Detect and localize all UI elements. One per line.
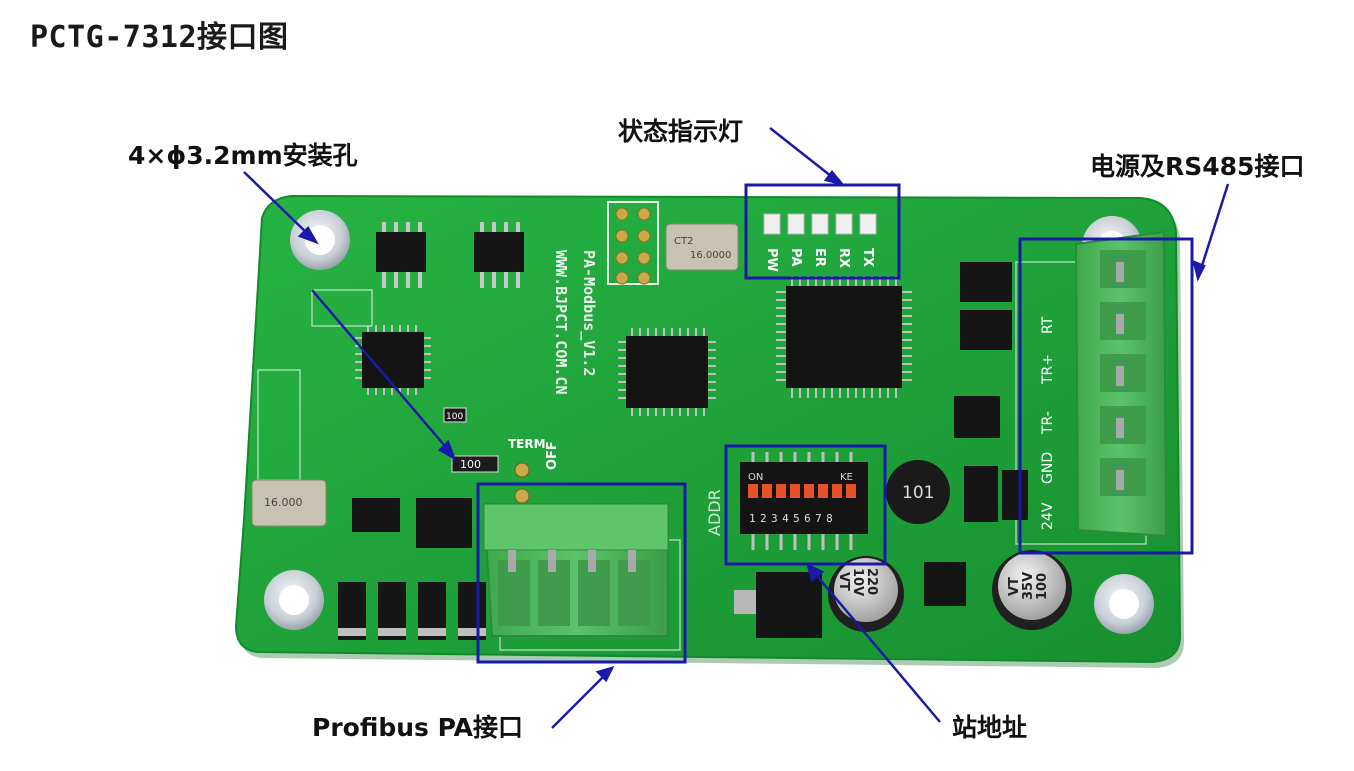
- page-title: PCTG-7312接口图: [30, 20, 289, 55]
- mcu-qfp-large: [776, 276, 912, 398]
- soic-chip: [474, 222, 524, 288]
- voltage-regulator: [352, 498, 822, 638]
- silkscreen-url: WWW.BJPCT.COM.CN: [552, 250, 570, 395]
- inductor: 101: [886, 460, 950, 524]
- terminal-label-tr-plus: TR+: [1040, 354, 1056, 385]
- led-label-pa: PA: [788, 248, 803, 266]
- terminal-label-tr-minus: TR-: [1040, 411, 1056, 435]
- addr-label: ADDR: [705, 489, 724, 536]
- cap1-value: 220: [864, 568, 879, 595]
- led-label-rx: RX: [836, 248, 851, 268]
- dip-switch: ON KE 12345678: [740, 452, 868, 550]
- diodes-row: [338, 582, 486, 640]
- cap2-voltage: 35V: [1021, 572, 1036, 600]
- terminal-label-24v: 24V: [1040, 502, 1056, 530]
- arrowhead: [1192, 259, 1206, 282]
- terminal-label-gnd: GND: [1040, 452, 1056, 484]
- cap2-value: 100: [1035, 573, 1050, 600]
- highlight-boxes: [476, 183, 1194, 664]
- qfp-chip-medium: [618, 328, 716, 416]
- mounting-hole-bottom-right: [1094, 574, 1154, 634]
- arrow-power-rs485: [1198, 183, 1230, 273]
- highlight-power-rs485: [1018, 237, 1194, 555]
- dip-on-label: ON: [748, 472, 763, 483]
- dip-ke-label: KE: [840, 472, 853, 483]
- crystal-top-label: CT2: [674, 236, 693, 247]
- profibus-pa-connector: [482, 503, 669, 637]
- highlight-station-address: [724, 444, 887, 566]
- led-label-tx: TX: [860, 248, 875, 267]
- callout-arrows: [243, 127, 1230, 729]
- terminal-label-rt: RT: [1040, 316, 1056, 334]
- arrow-hole-inner: [311, 289, 451, 453]
- led-label-er: ER: [812, 248, 827, 267]
- off-label: OFF: [545, 441, 560, 470]
- resistor-100-a: 100: [451, 455, 499, 473]
- arrowhead: [595, 666, 615, 683]
- arrowhead: [806, 562, 825, 583]
- capacitor-220uf: 220 10V VT: [828, 556, 904, 632]
- resistor-label: 100: [460, 458, 481, 471]
- station-address-label: 站地址: [952, 713, 1028, 742]
- highlight-status-leds: [744, 183, 901, 280]
- arrow-station-address: [811, 569, 941, 723]
- capacitor-100uf: 100 35V VT: [992, 550, 1072, 630]
- term-jumper: [514, 462, 530, 504]
- dip-numbers: 12345678: [749, 512, 837, 525]
- status-leds-group: PW PA ER RX TX: [763, 213, 877, 272]
- arrowhead: [437, 439, 457, 461]
- led-label-pw: PW: [764, 248, 779, 272]
- arrowhead: [297, 225, 319, 245]
- power-rs485-label: 电源及RS485接口: [1090, 152, 1305, 181]
- status-leds-label: 状态指示灯: [618, 117, 744, 146]
- cap2-series: VT: [1007, 577, 1022, 596]
- cap1-series: VT: [836, 572, 851, 591]
- crystal-oscillator-top: CT2 16.0000: [665, 223, 739, 271]
- cap1-voltage: 10V: [850, 568, 865, 596]
- mounting-hole-top-left: [290, 210, 350, 270]
- arrow-hole-top-left: [243, 171, 311, 237]
- mounting-hole-bottom-left: [264, 570, 324, 630]
- soic-chips-top: [376, 222, 524, 288]
- arrowhead: [823, 169, 846, 187]
- mounting-holes-label: 4×ϕ3.2mm安装孔: [128, 141, 358, 170]
- mounting-holes: [264, 210, 1154, 634]
- arrow-status-leds: [769, 127, 837, 181]
- profibus-pa-label: Profibus PA接口: [312, 713, 524, 742]
- arrow-profibus-pa: [551, 671, 609, 729]
- inductor-label: 101: [902, 483, 934, 503]
- resistor-100-b: 100: [443, 407, 467, 423]
- crystal-top-freq: 16.0000: [690, 250, 731, 261]
- silkscreen-version: PA-Modbus_V1.2: [580, 250, 598, 376]
- term-label: TERM: [508, 437, 546, 451]
- crystal-oscillator-bottom: 16.000: [251, 479, 327, 527]
- power-rs485-connector: [1074, 230, 1168, 538]
- right-side-components: [924, 262, 1028, 606]
- pin-header: [607, 201, 659, 285]
- crystal-bottom-freq: 16.000: [264, 496, 303, 509]
- highlight-profibus-pa: [476, 482, 687, 664]
- soic-chip: [376, 222, 426, 288]
- resistor-label: 100: [446, 412, 463, 422]
